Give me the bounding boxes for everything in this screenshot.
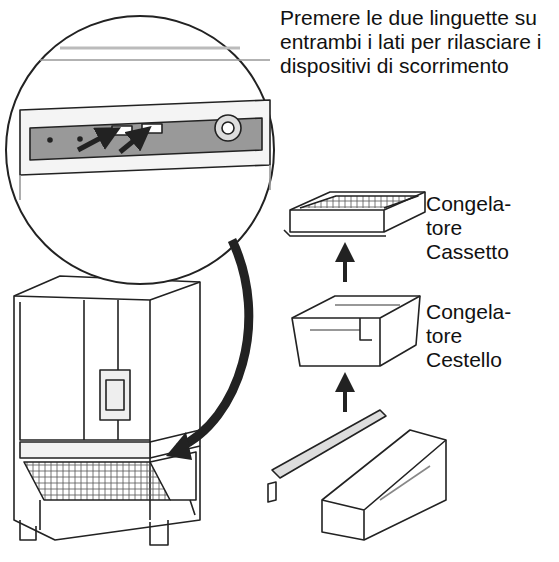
refrigerator — [14, 276, 200, 545]
pointer-arrow — [178, 240, 249, 448]
instruction-note: Premere le due linguette su entrambi i l… — [220, 6, 556, 78]
text-run: Premere le due linguette su entrambi i l… — [280, 6, 541, 77]
up-arrow — [343, 252, 347, 282]
text-run: Congela- tore Cassetto — [426, 192, 511, 263]
up-arrow — [343, 382, 347, 412]
text-spacer — [220, 6, 280, 78]
freezer-basket — [292, 296, 420, 366]
part-name: Congela- tore Cestello — [426, 300, 536, 372]
freezer-drawer — [284, 192, 425, 236]
text-run: Congela- tore Cestello — [426, 300, 511, 371]
part-name: Congela- tore Cassetto — [426, 192, 536, 264]
drawer-front-slides — [268, 410, 446, 540]
